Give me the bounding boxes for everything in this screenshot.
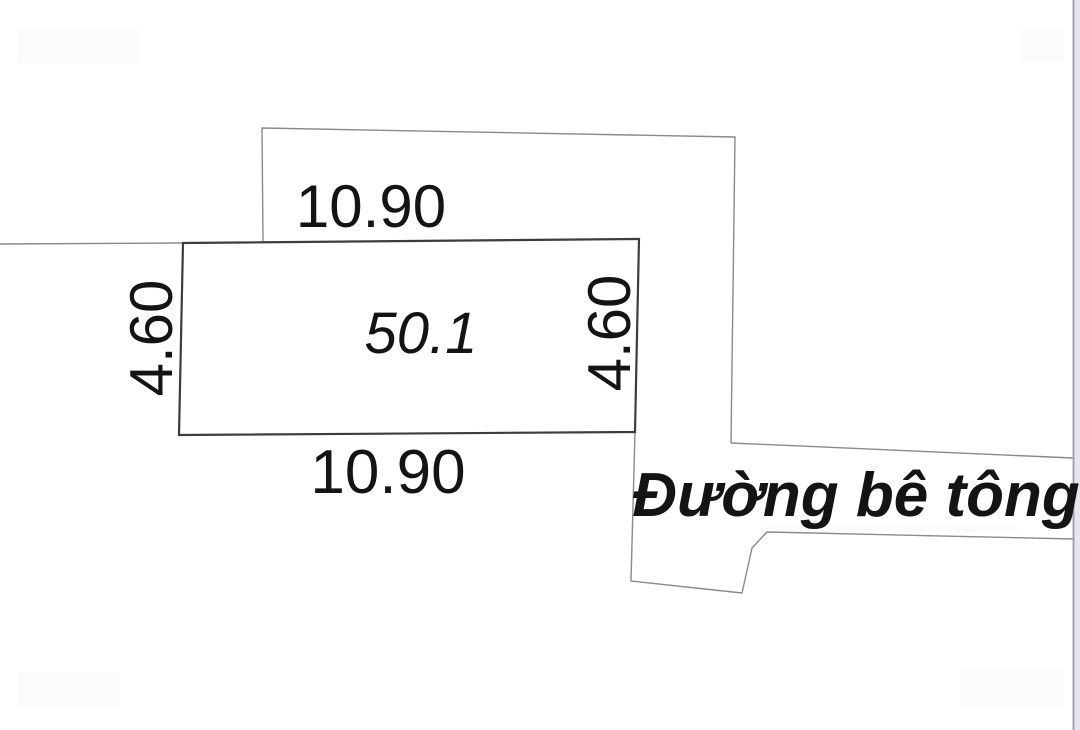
road-lower-edge-line <box>630 431 1074 594</box>
adjacent-parcel-outline <box>261 127 736 444</box>
left-height-label: 4.60 <box>118 279 185 397</box>
page-gutter <box>1074 0 1080 730</box>
bottom-width-label: 10.90 <box>310 438 466 507</box>
road-name-label: Đường bê tông <box>632 461 1080 530</box>
area-label: 50.1 <box>364 301 478 366</box>
top-width-label: 10.90 <box>295 173 447 240</box>
main-plot-outline <box>177 237 641 437</box>
right-height-label: 4.60 <box>576 274 643 392</box>
road-upper-edge-line <box>730 442 1074 459</box>
left-boundary-line <box>0 242 184 245</box>
